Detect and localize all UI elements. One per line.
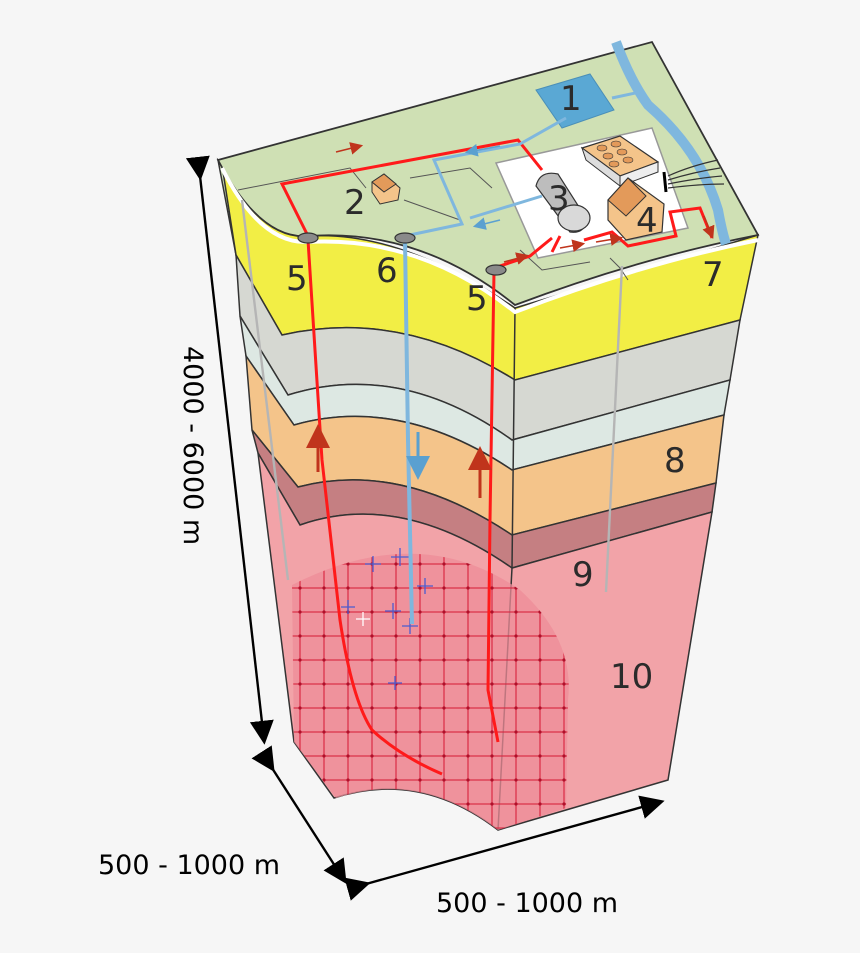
label-10: 10 (610, 657, 653, 697)
label-1: 1 (560, 79, 582, 119)
label-5-left: 5 (286, 259, 308, 299)
depth-dimension-label: 4000 - 6000 m (177, 346, 208, 545)
label-7: 7 (702, 255, 724, 295)
width-dimension-left: 500 - 1000 m (98, 850, 280, 881)
label-4: 4 (636, 201, 658, 241)
label-8: 8 (664, 441, 686, 481)
label-2: 2 (344, 183, 366, 223)
label-9: 9 (572, 555, 594, 595)
width-dimension-right: 500 - 1000 m (436, 888, 618, 919)
label-3: 3 (548, 179, 570, 219)
label-6: 6 (376, 251, 398, 291)
label-5-right: 5 (466, 279, 488, 319)
